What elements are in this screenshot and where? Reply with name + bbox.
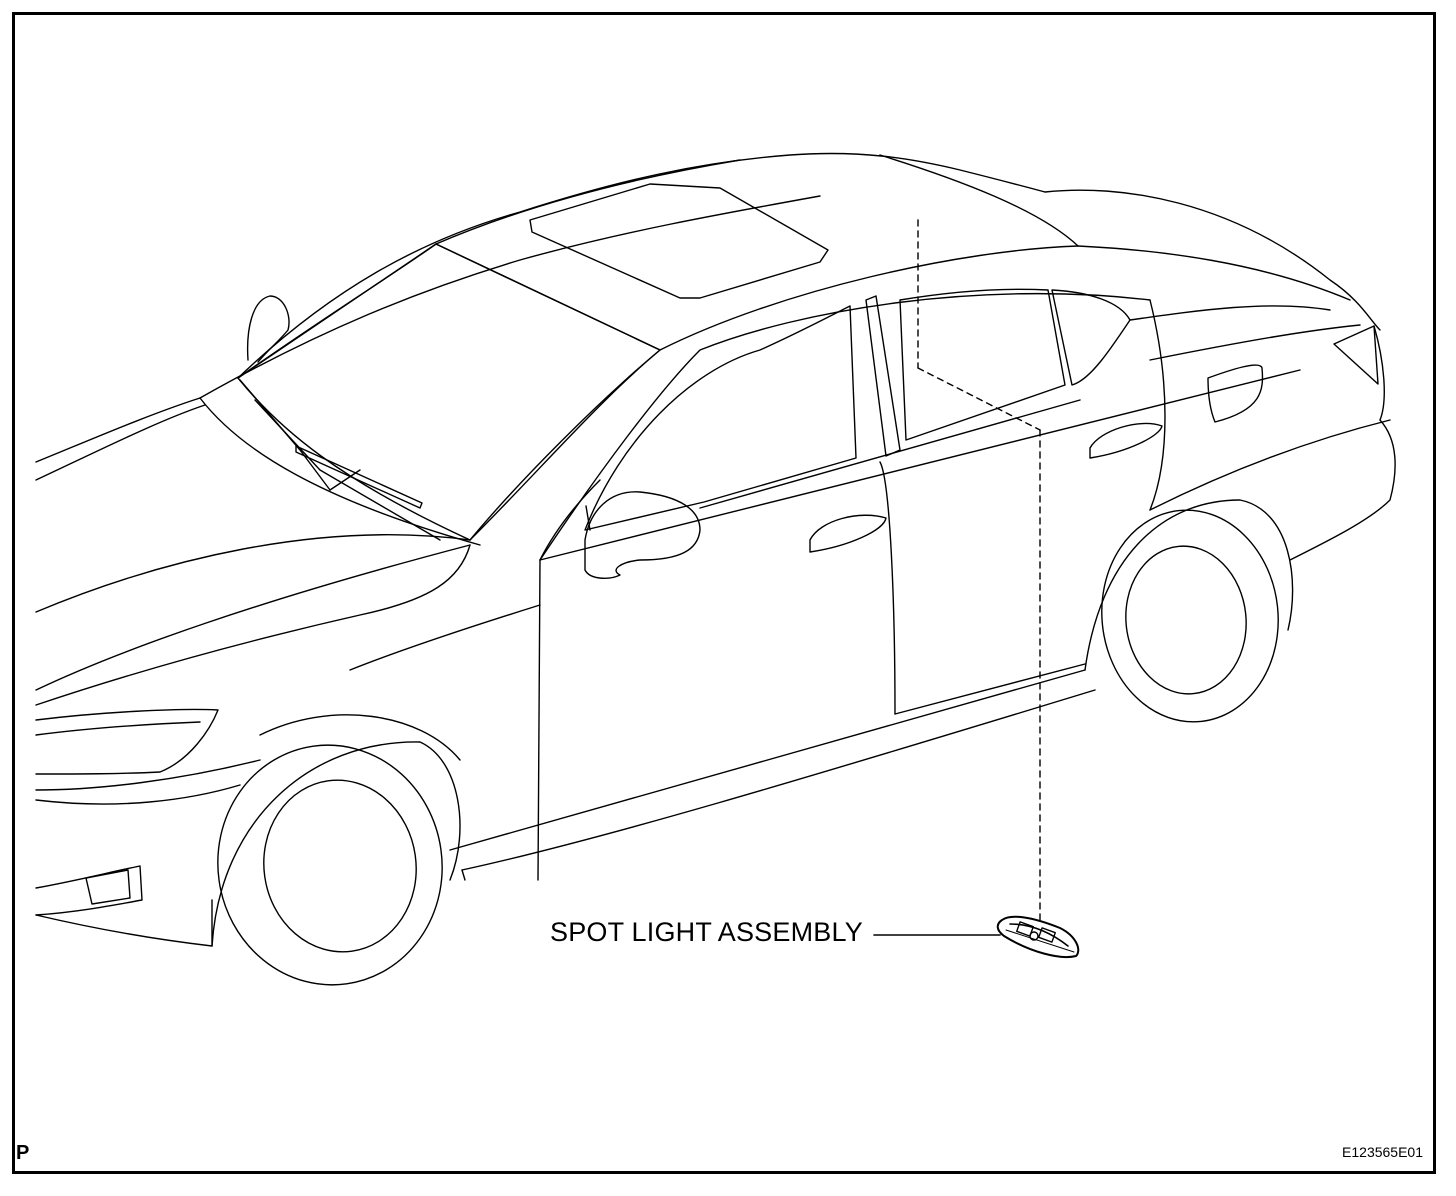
diagram-frame [12, 12, 1436, 1174]
front-bumper [35, 759, 261, 947]
side-mirrors [246, 295, 701, 579]
figure-id: E123565E01 [1342, 1144, 1423, 1160]
windshield [199, 243, 661, 546]
front-wheel [211, 714, 461, 986]
fuel-door [1207, 364, 1264, 423]
sunroof [529, 183, 829, 299]
fog-light [85, 869, 131, 905]
body-side [449, 245, 1301, 881]
tail-light [1333, 325, 1379, 385]
rear-wheel [1084, 499, 1294, 723]
location-leader [917, 219, 1041, 921]
spot-light-assembly [996, 915, 1080, 958]
roof [199, 152, 1079, 399]
wiper-arm [295, 445, 423, 509]
door-handles [809, 422, 1163, 553]
corner-code: P [16, 1142, 30, 1164]
spot-light-assembly-label: SPOT LIGHT ASSEMBLY [550, 917, 863, 947]
hood [35, 397, 541, 706]
headlight [35, 708, 219, 775]
rear-section [1044, 189, 1396, 561]
